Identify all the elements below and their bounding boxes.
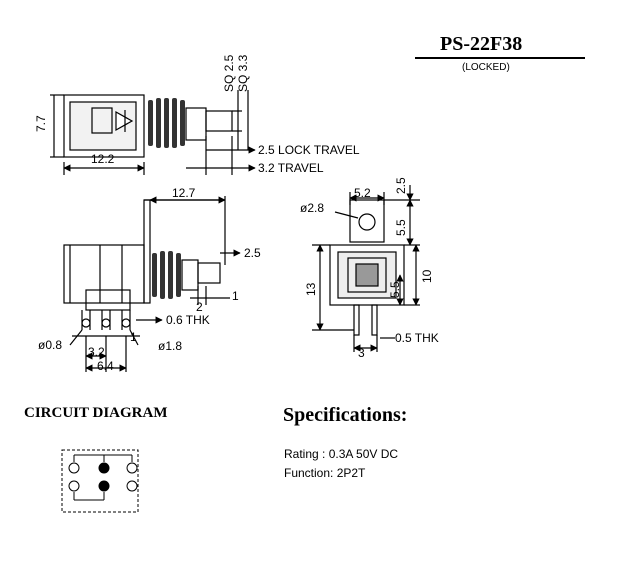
pin-2-hole [101,318,111,328]
dim-end-hole: ø2.8 [300,201,325,215]
dim-end-base: 3 [358,346,365,360]
contact-2-circle [98,462,110,474]
dim-end-total-left: 13 [304,282,318,296]
contact-6-circle [126,480,138,492]
pin-3-hole [121,318,131,328]
dim-width: 12.2 [91,152,115,166]
dim-pin-offset: 2 [196,300,203,314]
end-view-stem [355,263,379,287]
contact-1-circle [68,462,80,474]
dim-span: 6.4 [97,359,114,373]
dim-travel: 3.2 TRAVEL [258,161,324,175]
top-view-shaft [185,107,207,141]
variant-label: (LOCKED) [462,62,510,73]
top-view-spring [148,98,185,148]
dim-hole-large: ø1.8 [158,339,183,353]
dim-end-lower: 5.5 [388,281,402,298]
specs-title: Specifications: [283,404,408,426]
end-view-pin-right [371,304,378,336]
dim-end-width: 5.2 [354,186,371,200]
dim-thickness: 0.6 THK [166,313,210,327]
dim-sq-large: SQ 3.3 [236,54,250,92]
top-view-body [63,94,145,158]
side-view-spring [152,251,181,299]
dim-pitch: 3.2 [88,345,105,359]
spec-function: Function: 2P2T [284,466,366,480]
dim-sq-small: SQ 2.5 [222,54,236,92]
side-view-button [197,262,221,284]
contact-5-circle [98,480,110,492]
side-view-base [85,289,131,311]
side-view [63,196,241,372]
dim-end-upper: 5.5 [394,219,408,236]
dim-pin-gap: 1 [232,289,239,303]
end-view-core [347,257,387,293]
contact-4-circle [68,480,80,492]
side-view-body [63,244,145,304]
side-view-bracket [143,199,151,304]
top-view-arrow-icon [115,110,134,132]
model-title: PS-22F38 [440,33,523,55]
dim-length: 12.7 [172,186,196,200]
dim-end-total-right: 10 [420,269,434,283]
end-view-hole [358,213,376,231]
dim-hole-small: ø0.8 [38,338,63,352]
dim-end-top-gap: 2.5 [394,177,408,194]
contact-3-circle [126,462,138,474]
dim-end-pin-thk: 0.5 THK [395,331,439,345]
top-view [50,90,256,175]
end-view [312,185,420,352]
end-view-body [329,244,405,306]
end-view-tab [349,199,385,243]
end-view-pin-left [353,304,360,336]
top-view-button [205,110,233,132]
pin-1-hole [81,318,91,328]
dim-pin-number: 1 [130,330,137,344]
circuit-frame [61,449,139,513]
top-view-window [69,101,137,151]
side-view-shaft [181,259,199,291]
top-view-slot [91,107,113,134]
circuit-diagram [61,449,139,513]
dim-button-height: 2.5 [244,246,261,260]
circuit-title: CIRCUIT DIAGRAM [24,405,168,421]
dim-height: 7.7 [34,115,48,132]
dim-lock-travel: 2.5 LOCK TRAVEL [258,143,360,157]
spec-rating: Rating : 0.3A 50V DC [284,447,399,461]
title-underline [415,57,585,59]
